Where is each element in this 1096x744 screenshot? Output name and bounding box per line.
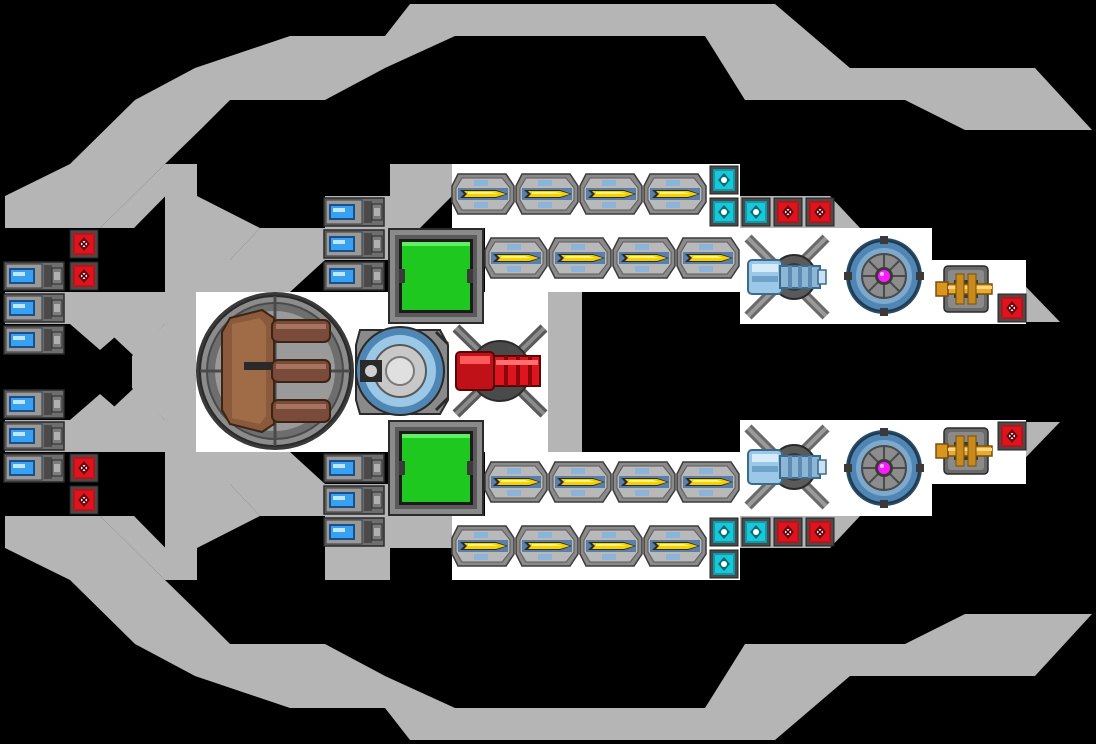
life-support (355, 326, 450, 416)
shield-node-cyan (709, 197, 739, 227)
thruster-bank-left-top (3, 261, 65, 355)
weapon-turret (452, 324, 548, 418)
shield-node-red (69, 261, 99, 291)
missile (612, 461, 676, 503)
shield-node-red (997, 293, 1027, 323)
shield-node-red (69, 485, 99, 515)
thruster-bank-left-bottom (3, 389, 65, 483)
thruster-bank-mid-bottom (323, 453, 385, 547)
gold-cannon-top (935, 265, 993, 313)
missile (579, 173, 643, 215)
shield-node-red (69, 229, 99, 259)
green-panel-bottom (388, 420, 484, 516)
thruster (323, 229, 385, 259)
shield-node-red (997, 421, 1027, 451)
thruster (323, 453, 385, 483)
thruster (3, 421, 65, 451)
hull-frame (5, 4, 1092, 740)
missile (548, 461, 612, 503)
shield-node-red (805, 517, 835, 547)
thruster (323, 517, 385, 547)
shield-node-red (773, 197, 803, 227)
missile (612, 237, 676, 279)
thruster-bank-mid-top (323, 197, 385, 291)
missile (676, 237, 740, 279)
thruster (3, 325, 65, 355)
thruster (323, 197, 385, 227)
thruster (3, 293, 65, 323)
thruster (3, 261, 65, 291)
shield-node-cyan (741, 517, 771, 547)
shield-node-cyan (709, 517, 739, 547)
shield-node-red (69, 453, 99, 483)
shield-node-cyan (709, 549, 739, 579)
shield-node-cyan (709, 165, 739, 195)
missile (643, 525, 707, 567)
missile (484, 237, 548, 279)
shield-node-red (805, 197, 835, 227)
thruster (3, 389, 65, 419)
shield-node-red (773, 517, 803, 547)
missile (515, 525, 579, 567)
missile (515, 173, 579, 215)
core-generator (196, 292, 354, 450)
missile (579, 525, 643, 567)
thruster (3, 453, 65, 483)
missile (451, 525, 515, 567)
missile (548, 237, 612, 279)
shield-node-cyan (741, 197, 771, 227)
green-panel-top (388, 228, 484, 324)
thruster (323, 485, 385, 515)
missile (451, 173, 515, 215)
missile (484, 461, 548, 503)
gold-cannon-bottom (935, 427, 993, 475)
node-cluster-left (69, 229, 99, 515)
missile (643, 173, 707, 215)
missile (676, 461, 740, 503)
thruster (323, 261, 385, 291)
